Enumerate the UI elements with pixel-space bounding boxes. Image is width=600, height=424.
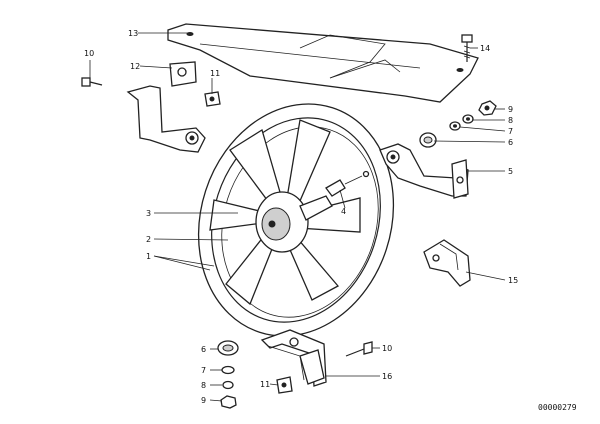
callout-5: 5 [508, 167, 513, 176]
callout-12: 12 [130, 62, 140, 71]
callout-13: 13 [128, 29, 138, 38]
screw-10-upper [81, 77, 103, 87]
bushing-6-right [419, 132, 437, 148]
washer-7-right [449, 121, 461, 131]
callout-7-lower: 7 [201, 366, 206, 375]
fan-motor [255, 191, 333, 253]
leader-lines [89, 32, 506, 402]
callout-7-right: 7 [508, 127, 513, 136]
screw-14 [461, 34, 473, 62]
cover-panel [167, 23, 479, 103]
screw-10-lower [345, 341, 373, 357]
callout-9-right: 9 [508, 105, 513, 114]
nut-9-right [478, 100, 497, 116]
nut-11-lower [276, 376, 293, 394]
callout-11-lower: 11 [260, 380, 270, 389]
callout-10-lower: 10 [382, 344, 392, 353]
lower-bracket [260, 329, 327, 387]
nut-11-upper [204, 91, 221, 107]
spacer-8-lower [222, 380, 234, 390]
callout-11-upper: 11 [210, 69, 220, 78]
callout-15: 15 [508, 276, 518, 285]
callout-9-lower: 9 [201, 396, 206, 405]
spacer-8-right [462, 114, 474, 124]
callout-10-upper: 10 [84, 49, 94, 58]
callout-14: 14 [480, 44, 490, 53]
mount-15 [423, 239, 471, 287]
left-bracket [126, 61, 206, 153]
callout-16: 16 [382, 372, 392, 381]
callout-3: 3 [146, 209, 151, 218]
callout-8-right: 8 [508, 116, 513, 125]
bushing-6-lower [217, 340, 239, 356]
callout-6-right: 6 [508, 138, 513, 147]
callout-1: 1 [146, 252, 151, 261]
callout-4: 4 [341, 207, 346, 216]
diagram-code: 00000279 [538, 403, 577, 412]
callout-6-lower: 6 [201, 345, 206, 354]
nut-9-lower [220, 395, 237, 409]
right-bracket [379, 143, 469, 199]
connector-4 [325, 170, 370, 197]
callout-2: 2 [146, 235, 151, 244]
washer-7-lower [221, 365, 235, 375]
callout-8-lower: 8 [201, 381, 206, 390]
